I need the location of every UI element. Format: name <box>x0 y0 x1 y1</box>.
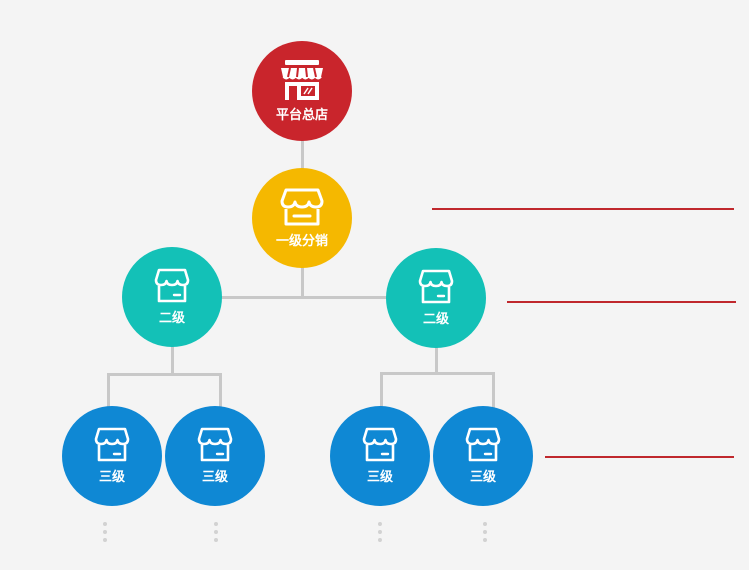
level3-node: 三级 <box>433 406 533 506</box>
connector-right-level2-down <box>435 345 438 375</box>
connector-level2-horizontal <box>218 296 388 299</box>
level3-node-label: 三级 <box>469 470 496 485</box>
connector-right-branch-b <box>492 372 495 410</box>
level1-node-label: 一级分销 <box>275 234 328 249</box>
ellipsis-dot <box>378 538 382 542</box>
storefront-icon <box>281 60 323 100</box>
level2-node-label: 二级 <box>158 311 185 326</box>
ellipsis-dot <box>103 522 107 526</box>
ellipsis-dot <box>214 522 218 526</box>
store-icon <box>197 427 233 462</box>
guide-line-level1 <box>432 208 734 210</box>
ellipsis-dot <box>483 522 487 526</box>
level1-node: 一级分销 <box>252 168 352 268</box>
ellipsis-dot <box>103 530 107 534</box>
ellipsis-dot <box>214 538 218 542</box>
root-node-label: 平台总店 <box>275 108 328 123</box>
guide-line-level3 <box>545 456 734 458</box>
ellipsis-dot <box>214 530 218 534</box>
connector-left-branch-a <box>107 373 110 410</box>
level3-node-label: 三级 <box>201 470 228 485</box>
ellipsis-dot <box>378 530 382 534</box>
level2-node: 二级 <box>122 247 222 347</box>
connector-left-level2-down <box>171 345 174 375</box>
connector-root-level1 <box>301 140 304 170</box>
connector-left-branch-b <box>219 373 222 410</box>
store-icon <box>418 269 454 304</box>
level2-node: 二级 <box>386 248 486 348</box>
connector-left-branch-horizontal <box>107 373 222 376</box>
level3-node-label: 三级 <box>366 470 393 485</box>
level3-node: 三级 <box>330 406 430 506</box>
connector-right-branch-horizontal <box>380 372 495 375</box>
store-icon <box>94 427 130 462</box>
ellipsis-dot <box>483 530 487 534</box>
level3-node: 三级 <box>165 406 265 506</box>
ellipsis-dot <box>483 538 487 542</box>
level3-node: 三级 <box>62 406 162 506</box>
shop-awning-icon <box>280 188 324 226</box>
store-icon <box>154 268 190 303</box>
ellipsis-dot <box>103 538 107 542</box>
store-icon <box>362 427 398 462</box>
connector-right-branch-a <box>380 372 383 410</box>
root-node: 平台总店 <box>252 41 352 141</box>
guide-line-level2 <box>507 301 736 303</box>
store-icon <box>465 427 501 462</box>
connector-level1-level2 <box>301 265 304 297</box>
ellipsis-dot <box>378 522 382 526</box>
level3-node-label: 三级 <box>98 470 125 485</box>
level2-node-label: 二级 <box>422 312 449 327</box>
